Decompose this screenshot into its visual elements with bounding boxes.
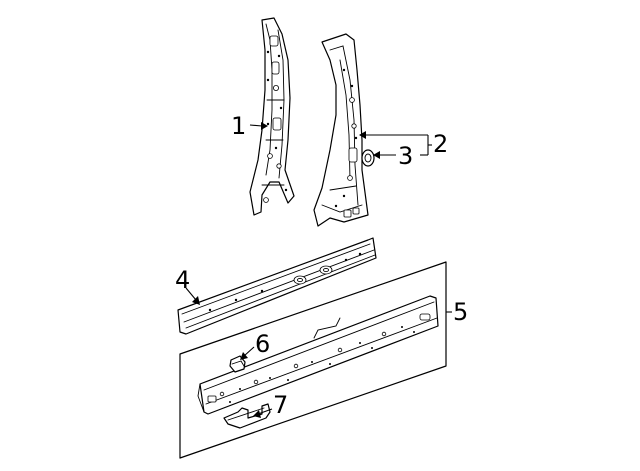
callout-1: 1 bbox=[231, 112, 246, 140]
callout-5: 5 bbox=[453, 298, 468, 326]
part-1-inner-pillar bbox=[249, 17, 295, 216]
callout-4: 4 bbox=[175, 266, 190, 294]
callout-6: 6 bbox=[255, 330, 270, 358]
part-6-clip bbox=[229, 355, 246, 373]
part-4-rocker-rail bbox=[177, 237, 377, 335]
callout-7: 7 bbox=[273, 391, 288, 419]
part-3-grommet bbox=[361, 149, 375, 167]
callout-3: 3 bbox=[398, 142, 413, 170]
callout-2: 2 bbox=[433, 130, 448, 158]
part-5-rocker-panel bbox=[197, 295, 439, 415]
part-2-outer-pillar bbox=[313, 33, 369, 227]
leader-lines bbox=[185, 122, 452, 418]
part-7-bracket bbox=[223, 403, 271, 429]
